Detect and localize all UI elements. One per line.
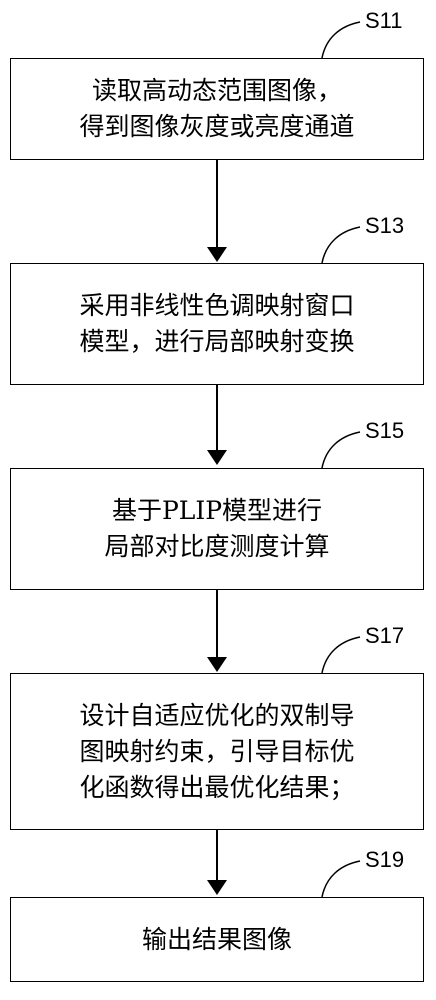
step-text-line: 读取高动态范围图像， [91, 76, 342, 105]
step-box-s11: 读取高动态范围图像， 得到图像灰度或亮度通道 [10, 58, 424, 160]
flow-arrow-4 [207, 830, 227, 895]
flow-arrow-1 [207, 160, 227, 262]
step-text-line: 局部对比度测度计算 [104, 532, 330, 561]
label-leader-s11 [321, 21, 361, 59]
step-text-line: 基于PLIP模型进行 [111, 496, 323, 525]
label-leader-s15 [321, 431, 361, 469]
label-leader-s17 [321, 636, 361, 674]
step-text-line: 图映射约束，引导目标优 [79, 736, 355, 766]
step-text-line: 模型，进行局部映射变换 [79, 327, 355, 356]
flow-arrow-2 [207, 385, 227, 465]
step-label-s11: S11 [365, 8, 403, 33]
step-text-line: 化函数得出最优化结果； [79, 772, 355, 802]
step-text-line: 设计自适应优化的双制导 [79, 700, 355, 730]
step-label-s13: S13 [365, 213, 405, 238]
label-leader-s19 [321, 860, 361, 898]
step-box-s13: 采用非线性色调映射窗口 模型，进行局部映射变换 [10, 263, 424, 385]
step-box-s15: 基于PLIP模型进行 局部对比度测度计算 [10, 468, 424, 590]
step-label-s15: S15 [365, 418, 405, 443]
step-label-s19: S19 [365, 847, 405, 872]
step-text-line: 得到图像灰度或亮度通道 [79, 112, 355, 141]
step-box-s17: 设计自适应优化的双制导 图映射约束，引导目标优 化函数得出最优化结果； [10, 673, 424, 830]
step-box-s19: 输出结果图像 [10, 897, 424, 982]
step-text-line: 输出结果图像 [141, 924, 292, 954]
flow-arrow-3 [207, 590, 227, 672]
step-text-line: 采用非线性色调映射窗口 [79, 291, 355, 320]
step-label-s17: S17 [365, 623, 405, 648]
label-leader-s13 [321, 226, 361, 264]
